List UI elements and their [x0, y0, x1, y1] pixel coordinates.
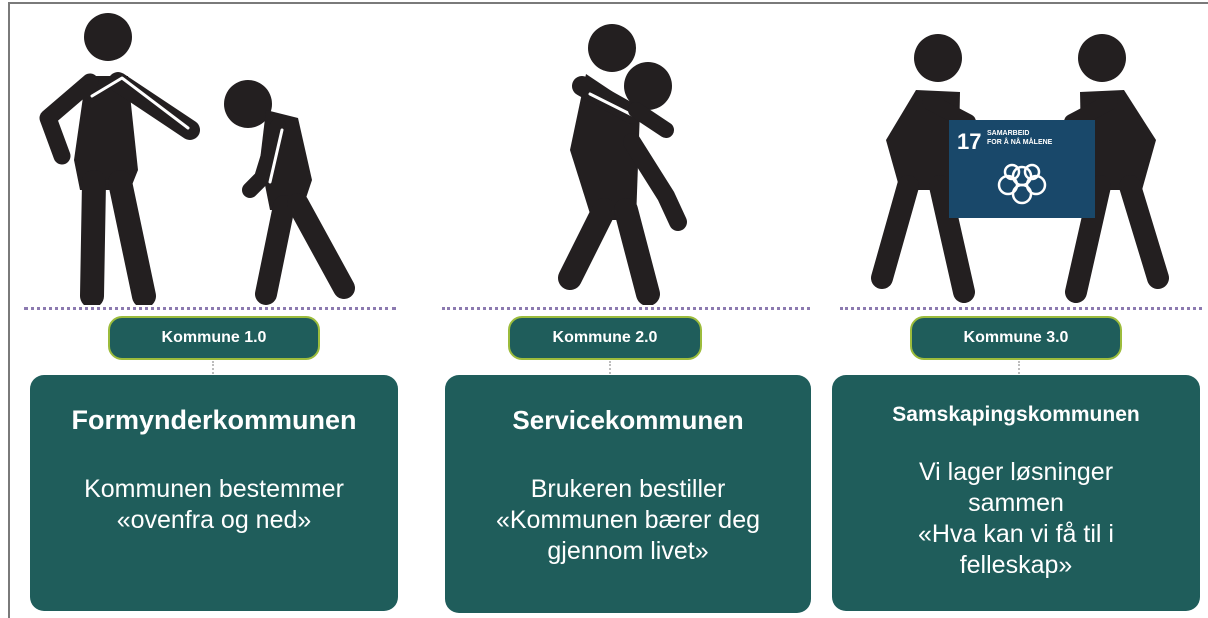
- pill-kommune-1-0: Kommune 1.0: [108, 316, 320, 360]
- frame-top-border: [10, 2, 1208, 4]
- frame-left-border: [8, 2, 10, 618]
- figure-person-carrying-another: [558, 24, 687, 305]
- card-servicekommunen: Servicekommunen Brukeren bestiller «Komm…: [445, 375, 811, 613]
- connector-2: [609, 361, 611, 377]
- card-line: Kommunen bestemmer: [84, 475, 344, 503]
- sdg-badge-number: 17: [957, 129, 981, 154]
- card-line: «Kommunen bærer deg: [495, 506, 761, 534]
- pill-kommune-2-0: Kommune 2.0: [508, 316, 702, 360]
- card-line: «ovenfra og ned»: [116, 506, 312, 534]
- card-samskapingskommunen: Samskapingskommunen Vi lager løsninger s…: [832, 375, 1200, 611]
- card-title: Samskapingskommunen: [892, 403, 1140, 426]
- divider-panel-3: [840, 307, 1202, 310]
- connector-1: [212, 361, 214, 377]
- sdg-badge-line2: FOR Å NÅ MÅLENE: [987, 137, 1053, 146]
- figure-two-people-holding-sdg-badge: 17 SAMARBEID FOR Å NÅ MÅLENE: [871, 34, 1169, 303]
- card-description: Brukeren bestiller «Kommunen bærer deg g…: [445, 474, 811, 567]
- card-line: sammen: [968, 489, 1064, 517]
- card-title: Servicekommunen: [512, 405, 744, 435]
- connector-3: [1018, 361, 1020, 377]
- pill-kommune-3-0: Kommune 3.0: [910, 316, 1122, 360]
- card-title: Formynderkommunen: [71, 405, 357, 435]
- card-line: felleskap»: [959, 551, 1073, 579]
- card-line: «Hva kan vi få til i: [918, 520, 1114, 548]
- card-line: Brukeren bestiller: [530, 475, 726, 503]
- card-description: Vi lager løsninger sammen «Hva kan vi få…: [832, 457, 1200, 581]
- card-line: Vi lager løsninger: [918, 458, 1114, 486]
- sdg-badge-line1: SAMARBEID: [987, 130, 1029, 137]
- sdg-flower-icon: [997, 163, 1047, 205]
- divider-panel-1: [24, 307, 396, 310]
- divider-panel-2: [442, 307, 810, 310]
- card-formynderkommunen: Formynderkommunen Kommunen bestemmer «ov…: [30, 375, 398, 611]
- sdg-badge-panel: [949, 120, 1095, 218]
- card-line: gjennom livet»: [547, 537, 709, 565]
- card-description: Kommunen bestemmer «ovenfra og ned»: [30, 474, 398, 536]
- figure-pointing-adult-and-bowed-person: [39, 13, 355, 305]
